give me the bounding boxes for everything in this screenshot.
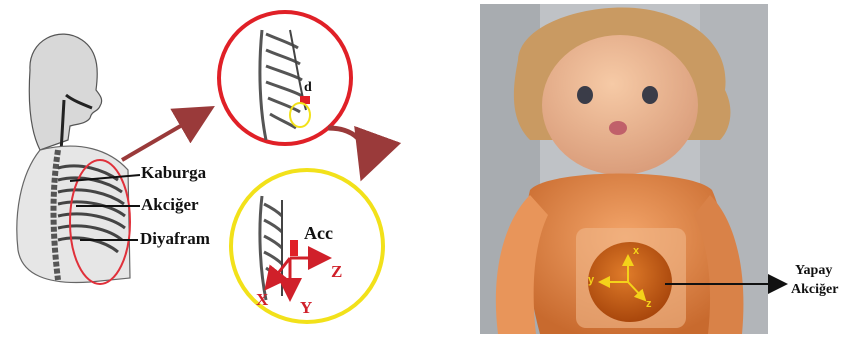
lung-axis-x-label: x [633, 245, 639, 257]
distance-label: d [304, 80, 312, 96]
callout-line1: Yapay [795, 263, 832, 279]
axis-z-label: Z [331, 262, 342, 282]
zoom-arrow [122, 110, 208, 160]
lung-axis-y-label: y [588, 274, 594, 286]
label-lung: Akciğer [141, 195, 199, 215]
zoom-circle-top [219, 12, 351, 144]
sensor-label: Acc [304, 223, 333, 244]
axis-y-label: Y [300, 298, 312, 318]
lung-axis-z-label: z [646, 298, 652, 310]
callout-line2: Akciğer [791, 282, 838, 298]
zoom-arrow-curved [328, 128, 366, 172]
label-rib: Kaburga [141, 163, 206, 183]
axis-x-label: X [256, 290, 268, 310]
label-diaphragm: Diyafram [140, 229, 210, 249]
